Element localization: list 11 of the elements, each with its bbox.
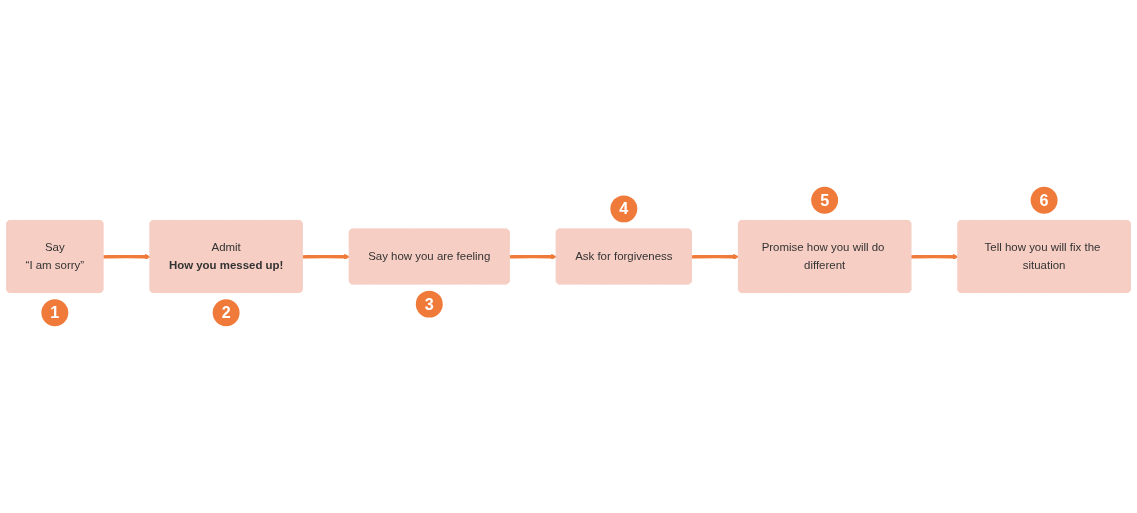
arrow	[509, 253, 557, 260]
step-number: 5	[811, 186, 839, 214]
step-number: 4	[610, 195, 638, 223]
step-number: 1	[41, 299, 69, 327]
step-number: 6	[1030, 186, 1058, 214]
arrow	[911, 253, 959, 260]
arrow	[302, 253, 350, 260]
step-number: 3	[415, 290, 443, 318]
step-number: 2	[212, 299, 240, 327]
arrow	[691, 253, 740, 260]
arrow	[103, 253, 151, 260]
